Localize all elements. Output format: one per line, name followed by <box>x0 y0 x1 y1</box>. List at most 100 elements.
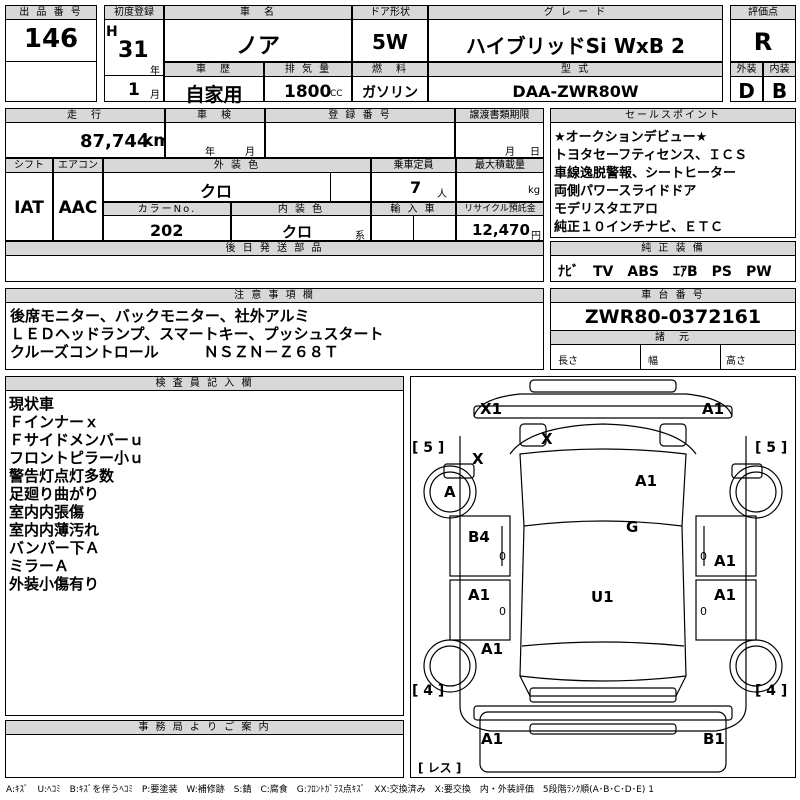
mileage-value: 87,744 <box>80 131 150 152</box>
specs-label: 諸 元 <box>550 330 796 345</box>
front-door-left-shape <box>449 515 511 577</box>
transfer-month: 月 <box>505 147 515 158</box>
inspector-line: Ｆサイドメンバーｕ <box>9 431 145 449</box>
displacement-unit: CC <box>330 89 343 99</box>
history-label: 車 歴 <box>164 62 264 77</box>
front-bumper-shape <box>529 379 677 393</box>
inspector-box <box>5 376 404 716</box>
car-name-value: ノア <box>235 34 280 59</box>
inspection-year: 年 <box>205 147 215 158</box>
recycle-value: 12,470 <box>472 221 530 239</box>
year-unit: 年 <box>150 66 160 77</box>
ext-color-value: クロ <box>200 182 233 201</box>
chassis-label: 車 台 番 号 <box>550 288 796 303</box>
hood-shape <box>509 423 697 455</box>
chassis-value: ZWR80-0372161 <box>584 306 762 328</box>
rear-door-right-shape <box>695 579 757 641</box>
rear-door-left-shape <box>449 579 511 641</box>
score-label: 評価点 <box>730 5 796 20</box>
mark-rear-door-right: A1 <box>714 586 737 604</box>
sales-points-list: ★オークションデビュー★ トヨタセーフティセンス、ＩＣＳ 車線逸脱警報、シートヒ… <box>554 129 747 237</box>
mark-front-right: A1 <box>702 400 725 418</box>
headlight-left-shape <box>519 423 547 447</box>
wheel-fr-inner <box>735 471 777 513</box>
year-value: 31 <box>118 38 149 63</box>
spare-tire: [ レス ] <box>418 761 462 775</box>
wheel-rr-outer <box>729 639 783 693</box>
shift-label: シフト <box>5 158 53 173</box>
lot-no-label: 出 品 番 号 <box>5 5 97 20</box>
inspection-label: 車 検 <box>165 108 265 123</box>
displacement-label: 排 気 量 <box>264 62 352 77</box>
sales-point: ★オークションデビュー★ <box>554 130 708 145</box>
history-value: 自家用 <box>185 84 243 106</box>
spec-divider-2 <box>720 345 721 370</box>
recycle-label: リサイクル預託金 <box>456 202 544 216</box>
ext-color-divider <box>330 173 331 202</box>
grade-label: グ レ ー ド <box>428 5 723 20</box>
inspector-line: Ｆインナーｘ <box>9 413 100 431</box>
sales-points-label: セールスポイント <box>550 108 796 123</box>
inspector-line: 足廻り曲がり <box>9 485 100 503</box>
interior-grade-label: 内装 <box>763 62 796 77</box>
int-color-value: クロ <box>282 223 313 241</box>
rear-window-shape <box>521 641 685 647</box>
tire-rr: [ 4 ] <box>755 683 788 699</box>
mirror-right-shape <box>731 463 763 479</box>
wheel-fl-outer <box>423 465 477 519</box>
first-reg-divider <box>104 75 164 76</box>
first-reg-box <box>104 5 164 102</box>
standard-equip-value: ﾅﾋﾞ TV ABS ｴｱB PS PW <box>558 264 772 280</box>
mark-front-door-right: A1 <box>714 552 737 570</box>
tire-fr: [ 5 ] <box>755 440 788 456</box>
spec-height: 高さ <box>726 356 746 367</box>
front-door-right-shape <box>695 515 757 577</box>
model-code-value: DAA-ZWR80W <box>512 82 639 101</box>
mark-rear-quarter-left: A1 <box>481 640 504 658</box>
int-color-unit: 系 <box>355 231 365 242</box>
spec-width: 幅 <box>648 356 658 367</box>
inspector-line: 外装小傷有り <box>9 575 100 593</box>
standard-equip-label: 純 正 装 備 <box>550 241 796 256</box>
notes-list: 後席モニター、バックモニター、社外アルミ ＬＥＤヘッドランプ、スマートキー、プッ… <box>10 307 384 361</box>
note-line: 後席モニター、バックモニター、社外アルミ <box>10 307 310 325</box>
import-divider <box>413 216 414 241</box>
exterior-grade-value: D <box>738 79 755 103</box>
rear-panel-shape <box>479 711 727 773</box>
inspector-list: 現状車 Ｆインナーｘ Ｆサイドメンバーｕ フロントピラー小ｕ 警告灯点灯多数 足… <box>9 395 144 593</box>
mark-zero-2: 0 <box>499 605 506 618</box>
inspector-line: 現状車 <box>9 395 55 413</box>
sales-point: 両側パワースライドドア <box>554 184 697 199</box>
inspector-label: 検 査 員 記 入 欄 <box>5 376 404 391</box>
mark-rear-left: A1 <box>481 730 504 748</box>
tire-fl: [ 5 ] <box>412 440 445 456</box>
sales-point: トヨタセーフティセンス、ＩＣＳ <box>554 148 748 163</box>
office-label: 事 務 局 よ り ご 案 内 <box>5 720 404 735</box>
wheel-fr-outer <box>729 465 783 519</box>
color-no-value: 202 <box>150 221 184 240</box>
wheel-rr-inner <box>735 645 777 687</box>
lot-no-divider <box>5 61 97 62</box>
inspector-line: 室内内張傷 <box>9 503 85 521</box>
mark-zero-4: 0 <box>700 605 707 618</box>
month-value: 1 <box>128 80 140 100</box>
inspection-month: 月 <box>245 147 255 158</box>
import-label: 輸 入 車 <box>371 202 456 216</box>
fuel-value: ガソリン <box>362 85 418 101</box>
transfer-label: 譲渡書類期限 <box>455 108 544 123</box>
legend: A:ｷｽﾞ U:ﾍｺﾐ B:ｷｽﾞを伴うﾍｺﾐ P:要塗装 W:補修跡 S:錆 … <box>6 785 654 795</box>
mileage-label: 走 行 <box>5 108 165 123</box>
car-diagram <box>423 379 783 773</box>
inspector-line: ミラーＡ <box>9 557 70 575</box>
wheel-fl-inner <box>429 471 471 513</box>
shift-value: IAT <box>14 198 44 218</box>
doors-value: 5W <box>372 30 408 54</box>
mark-hood-right: A1 <box>635 472 658 490</box>
int-color-label: 内 装 色 <box>231 202 371 216</box>
mileage-unit: km <box>142 131 172 151</box>
rear-gate-shape <box>519 675 687 697</box>
rear-bumper-lower-shape <box>529 723 677 735</box>
first-reg-label: 初度登録 <box>104 5 164 20</box>
mark-front-left: X1 <box>480 400 503 418</box>
max-load-unit: kg <box>528 185 541 196</box>
